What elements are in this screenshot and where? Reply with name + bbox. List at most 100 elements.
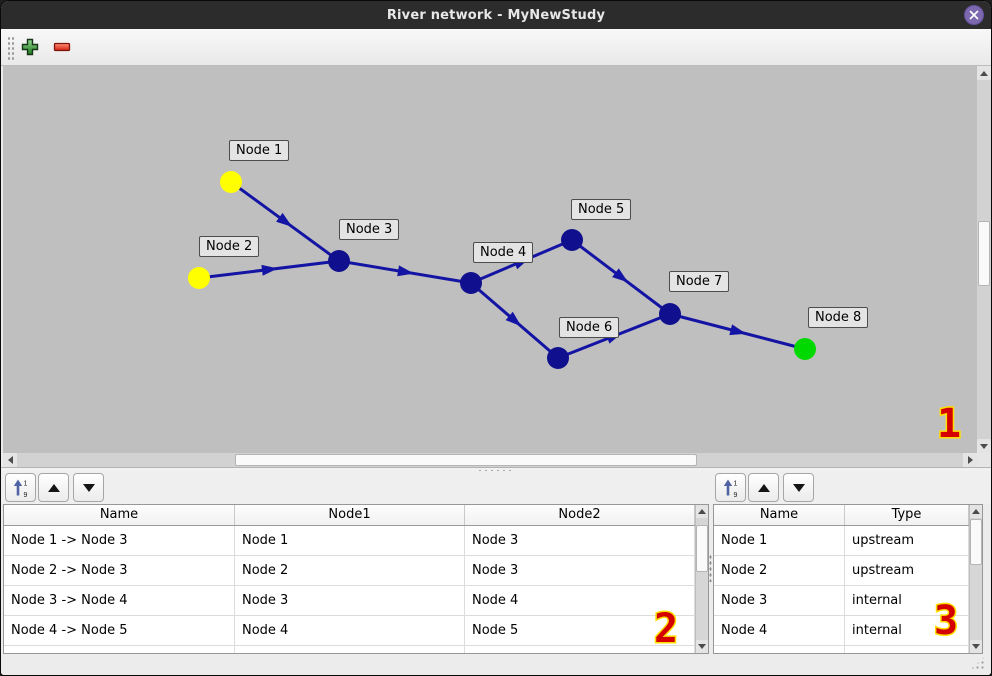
node-label[interactable]: Node 1 [229, 140, 290, 161]
toolbar-drag-handle[interactable] [7, 36, 15, 60]
network-node[interactable] [561, 229, 583, 251]
network-canvas[interactable]: Node 1 Node 2 Node 3 Node 4 Node 5 Node 6 Node… [3, 66, 977, 453]
network-node[interactable] [794, 338, 816, 360]
add-button[interactable] [17, 34, 43, 60]
table-cell[interactable] [465, 646, 695, 653]
network-node[interactable] [328, 250, 350, 272]
table-row[interactable] [4, 646, 695, 653]
up-arrow-icon [698, 509, 706, 514]
vertical-scroll-thumb[interactable] [978, 221, 990, 286]
table-cell[interactable]: Node 3 [465, 526, 695, 555]
node-label[interactable]: Node 3 [339, 219, 400, 240]
canvas-vertical-scrollbar[interactable] [977, 66, 991, 453]
scroll-thumb[interactable] [970, 519, 982, 565]
node-label[interactable]: Node 8 [808, 307, 869, 328]
network-node[interactable] [220, 171, 242, 193]
network-edge[interactable] [571, 238, 671, 316]
table-cell[interactable]: upstream [845, 556, 969, 585]
scroll-down-button[interactable] [970, 640, 982, 653]
table-controls-row: 1 9 1 9 [1, 471, 991, 504]
table-cell[interactable]: Node 3 -> Node 4 [4, 586, 235, 615]
nodes-table-scrollbar[interactable] [969, 505, 982, 653]
network-node[interactable] [547, 347, 569, 369]
horizontal-scroll-thumb[interactable] [235, 454, 697, 466]
window-resize-grip[interactable] [970, 656, 985, 670]
svg-text:1: 1 [734, 480, 738, 487]
table-cell[interactable] [4, 646, 235, 653]
table-cell[interactable]: Node 1 [235, 526, 465, 555]
network-node[interactable] [659, 303, 681, 325]
network-edge[interactable] [230, 180, 340, 263]
node-label[interactable]: Node 2 [199, 236, 260, 257]
network-node[interactable] [460, 272, 482, 294]
table-cell[interactable]: upstream [845, 526, 969, 555]
canvas-horizontal-scrollbar[interactable] [3, 453, 977, 467]
scroll-down-button[interactable] [696, 640, 708, 653]
table-cell[interactable]: Node 3 [235, 586, 465, 615]
scroll-right-button[interactable] [963, 453, 977, 467]
table-cell[interactable]: Node 3 [465, 556, 695, 585]
scroll-thumb[interactable] [696, 525, 708, 572]
links-move-down-button[interactable] [73, 473, 104, 502]
close-button[interactable] [964, 5, 984, 25]
table-cell[interactable]: Node 1 [714, 526, 845, 555]
down-arrow-icon [972, 644, 980, 649]
network-edge[interactable] [198, 259, 340, 280]
table-cell[interactable] [845, 646, 969, 653]
scroll-up-button[interactable] [970, 505, 982, 518]
vertical-splitter[interactable] [709, 504, 713, 654]
table-cell[interactable]: Node 1 -> Node 3 [4, 526, 235, 555]
scroll-up-button[interactable] [977, 66, 991, 80]
table-row[interactable] [714, 646, 969, 653]
table-cell[interactable]: Node 4 [714, 616, 845, 645]
links-sort-button[interactable]: 1 9 [5, 473, 36, 502]
network-node[interactable] [188, 267, 210, 289]
table-cell[interactable]: Node 2 [235, 556, 465, 585]
column-header[interactable]: Name [4, 505, 235, 525]
table-cell[interactable]: Node 4 -> Node 5 [4, 616, 235, 645]
links-move-up-button[interactable] [38, 473, 69, 502]
table-cell[interactable]: Node 4 [235, 616, 465, 645]
node-label[interactable]: Node 5 [571, 199, 632, 220]
horizontal-splitter[interactable] [1, 467, 991, 472]
table-cell[interactable]: Node 2 [714, 556, 845, 585]
node-label[interactable]: Node 4 [473, 242, 534, 263]
nodes-move-down-button[interactable] [783, 473, 814, 502]
node-label[interactable]: Node 6 [559, 317, 620, 338]
scroll-down-button[interactable] [977, 439, 991, 453]
nodes-sort-button[interactable]: 1 9 [715, 473, 746, 502]
table-cell[interactable]: internal [845, 616, 969, 645]
links-table-scrollbar[interactable] [695, 505, 708, 653]
column-header[interactable]: Node1 [235, 505, 465, 525]
table-cell[interactable] [235, 646, 465, 653]
title-bar[interactable]: River network - MyNewStudy [1, 1, 991, 29]
remove-button[interactable] [49, 34, 75, 60]
scroll-left-button[interactable] [3, 453, 17, 467]
scroll-up-button[interactable] [696, 505, 708, 518]
column-header[interactable]: Name [714, 505, 845, 525]
table-cell[interactable]: Node 5 [465, 616, 695, 645]
column-header[interactable]: Type [845, 505, 969, 525]
table-cell[interactable]: internal [845, 586, 969, 615]
table-cell[interactable]: Node 3 [714, 586, 845, 615]
column-header[interactable]: Node2 [465, 505, 695, 525]
table-cell[interactable]: Node 4 [465, 586, 695, 615]
table-cell[interactable]: Node 2 -> Node 3 [4, 556, 235, 585]
network-edge[interactable] [669, 312, 806, 351]
status-bar [1, 654, 991, 675]
network-edge[interactable] [338, 259, 472, 285]
nodes-move-up-button[interactable] [748, 473, 779, 502]
node-label[interactable]: Node 7 [669, 271, 730, 292]
river-network-diagram [188, 171, 816, 369]
network-edge[interactable] [470, 281, 559, 360]
table-cell[interactable] [714, 646, 845, 653]
